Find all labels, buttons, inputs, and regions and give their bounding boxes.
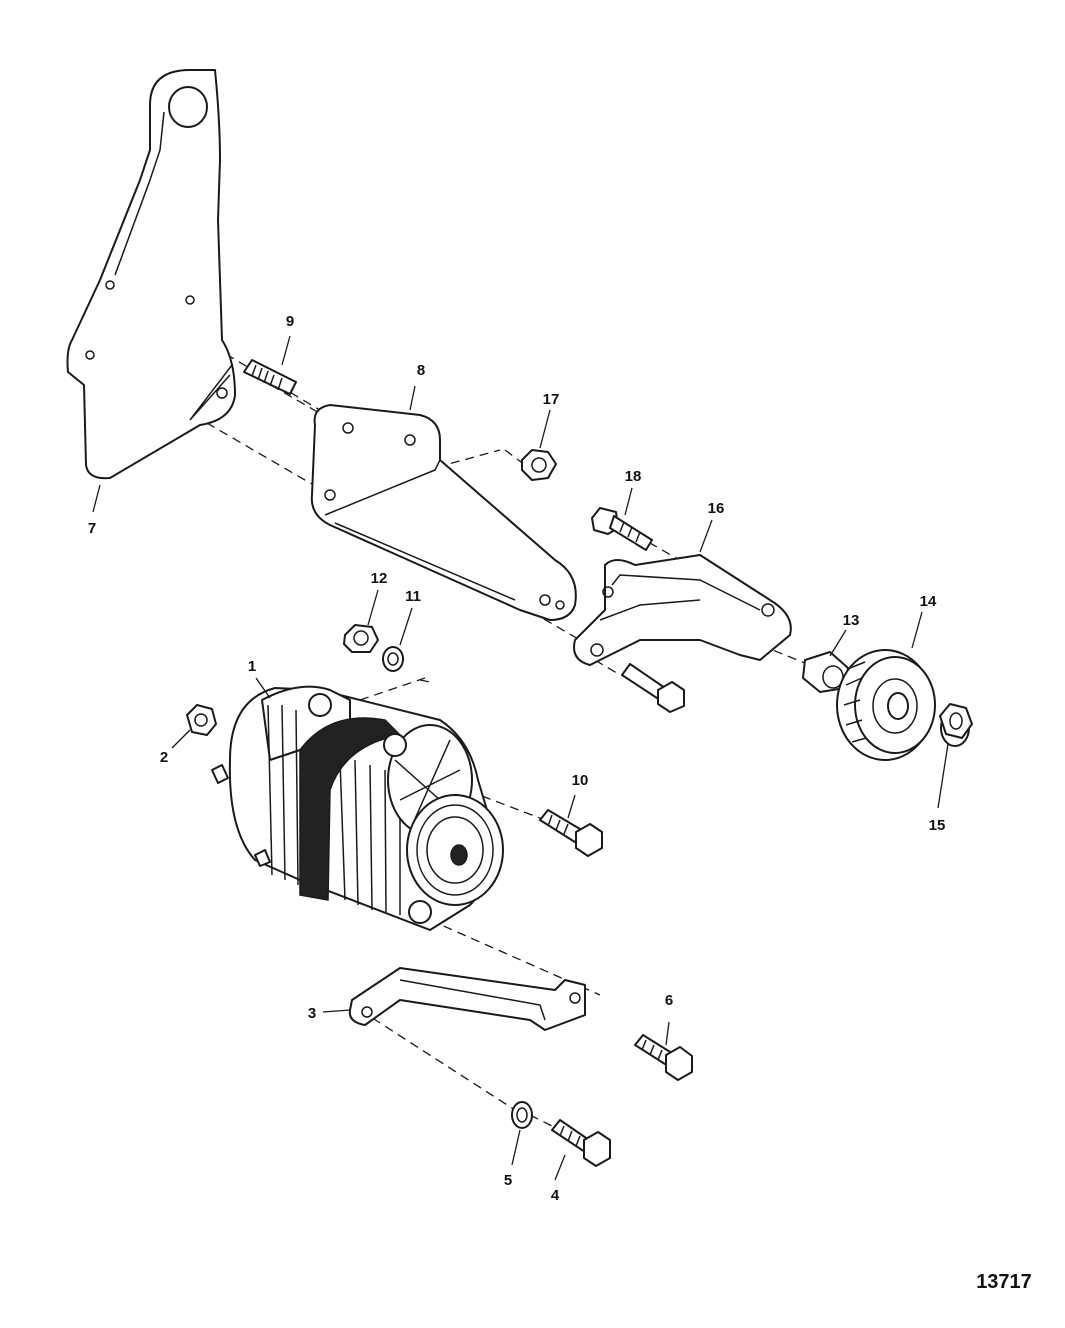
nut-2 xyxy=(186,704,217,736)
callout-1: 1 xyxy=(248,658,256,675)
callout-18: 18 xyxy=(625,468,642,485)
callout-5: 5 xyxy=(504,1172,512,1189)
nut-17 xyxy=(521,449,557,481)
leader-lines xyxy=(92,335,949,1181)
bolt-unlabeled xyxy=(621,663,685,713)
callout-16: 16 xyxy=(708,500,725,517)
lock-washer-5 xyxy=(511,1101,533,1129)
bolt-10 xyxy=(539,809,603,857)
nut-12 xyxy=(343,624,379,653)
callout-11: 11 xyxy=(405,588,421,605)
callout-6: 6 xyxy=(665,992,673,1009)
callout-10: 10 xyxy=(572,772,589,789)
lock-washer-11 xyxy=(382,646,404,672)
flange-nut-15 xyxy=(939,703,973,747)
callout-7: 7 xyxy=(88,520,96,537)
alternator-1 xyxy=(211,685,504,931)
callout-8: 8 xyxy=(417,362,425,379)
figure-number: 13717 xyxy=(976,1271,1032,1293)
callout-13: 13 xyxy=(843,612,860,629)
bolt-4 xyxy=(551,1119,611,1167)
callout-4: 4 xyxy=(551,1187,560,1204)
callout-15: 15 xyxy=(929,817,946,834)
bracket-8 xyxy=(310,404,577,621)
stud-9 xyxy=(243,359,297,395)
callout-labels: 1 2 3 4 5 6 7 8 9 10 11 12 13 14 15 16 1… xyxy=(88,313,946,1204)
adjusting-brace-3 xyxy=(348,967,586,1031)
bolt-6 xyxy=(634,1034,693,1081)
callout-12: 12 xyxy=(371,570,388,587)
callout-2: 2 xyxy=(160,749,168,766)
idler-pulley-14 xyxy=(836,649,936,761)
callout-9: 9 xyxy=(286,313,294,330)
callout-17: 17 xyxy=(543,391,560,408)
bolt-18 xyxy=(591,507,653,551)
mounting-plate-7 xyxy=(66,69,236,480)
idler-bracket-16 xyxy=(573,554,792,666)
callout-14: 14 xyxy=(920,593,937,610)
callout-3: 3 xyxy=(308,1005,316,1022)
